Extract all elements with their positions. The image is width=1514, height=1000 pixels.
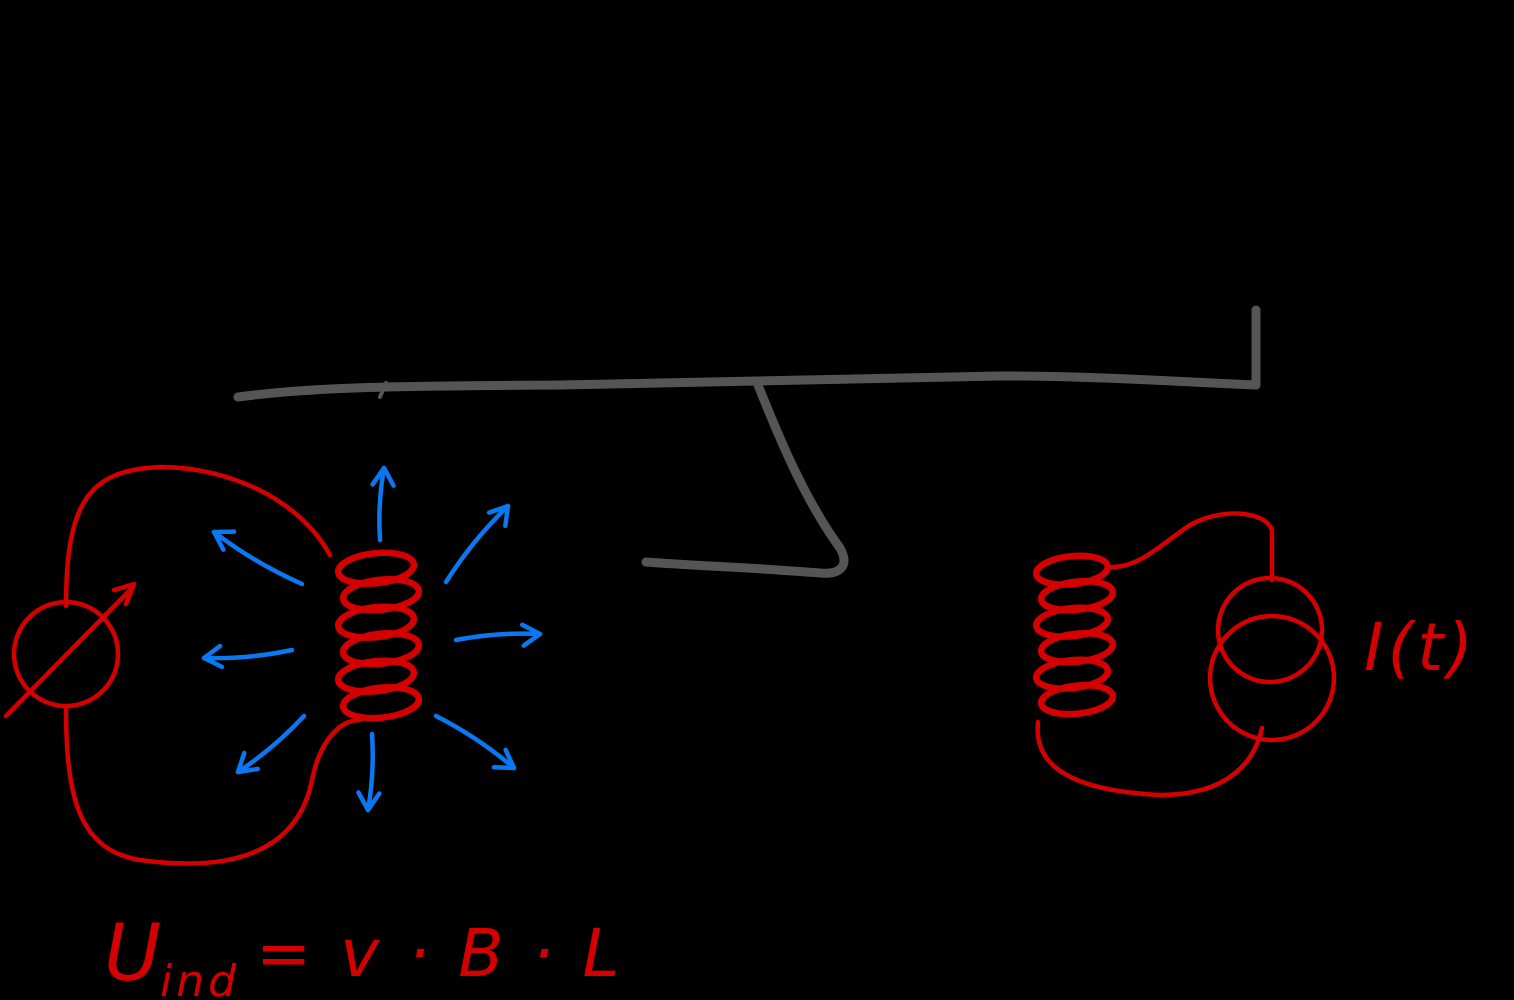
field-arrowhead-icon xyxy=(519,622,543,648)
field-arrow-line xyxy=(201,647,295,661)
field-arrowhead-icon xyxy=(486,503,511,529)
galvanometer-needle-icon xyxy=(3,587,133,719)
formula-subscript-ind: ind xyxy=(160,956,240,1000)
galvanometer-icon xyxy=(11,599,121,709)
induced-voltage-formula: U ind = v · B · L xyxy=(104,909,623,1000)
source-current-label: I(t) xyxy=(1364,609,1477,686)
left-circuit-upper-wire xyxy=(63,464,333,609)
mechanism xyxy=(233,305,1261,578)
formula-expression: = v · B · L xyxy=(256,915,623,992)
field-arrowhead-icon xyxy=(235,750,261,775)
field-arrow-line xyxy=(211,529,305,587)
drive-coil-icon xyxy=(1032,552,1117,718)
pickup-coil-turn xyxy=(339,683,423,722)
field-arrow-line xyxy=(433,713,517,771)
field-arrowhead-icon xyxy=(491,747,517,771)
field-arrow-line xyxy=(235,713,307,775)
rail-tick-left xyxy=(378,381,388,399)
bent-arm xyxy=(641,380,849,578)
right-circuit-upper-wire xyxy=(1109,511,1275,583)
left-circuit xyxy=(3,464,423,866)
left-circuit-lower-wire xyxy=(63,705,363,866)
field-arrow-line xyxy=(377,465,387,543)
right-circuit: I(t) xyxy=(1032,511,1477,798)
horizontal-rail xyxy=(233,371,1261,402)
current-source-ring-bottom-icon xyxy=(1207,613,1337,743)
field-arrow-line xyxy=(365,731,375,813)
field-arrow-line xyxy=(453,631,543,643)
field-arrowhead-icon xyxy=(211,529,237,552)
field-arrowhead-icon xyxy=(201,643,225,670)
galvanometer-arrowhead-icon xyxy=(111,581,137,607)
pickup-coil-icon xyxy=(334,549,423,722)
right-circuit-lower-wire xyxy=(1035,719,1265,798)
field-arrow-line xyxy=(443,503,511,585)
field-arrowhead-icon xyxy=(370,465,396,488)
field-arrowhead-icon xyxy=(356,790,382,813)
magnetic-field-lines xyxy=(201,465,543,813)
formula-symbol-u: U xyxy=(104,909,165,999)
current-source-ring-top-icon xyxy=(1215,575,1325,685)
drive-coil-turn xyxy=(1037,682,1117,718)
